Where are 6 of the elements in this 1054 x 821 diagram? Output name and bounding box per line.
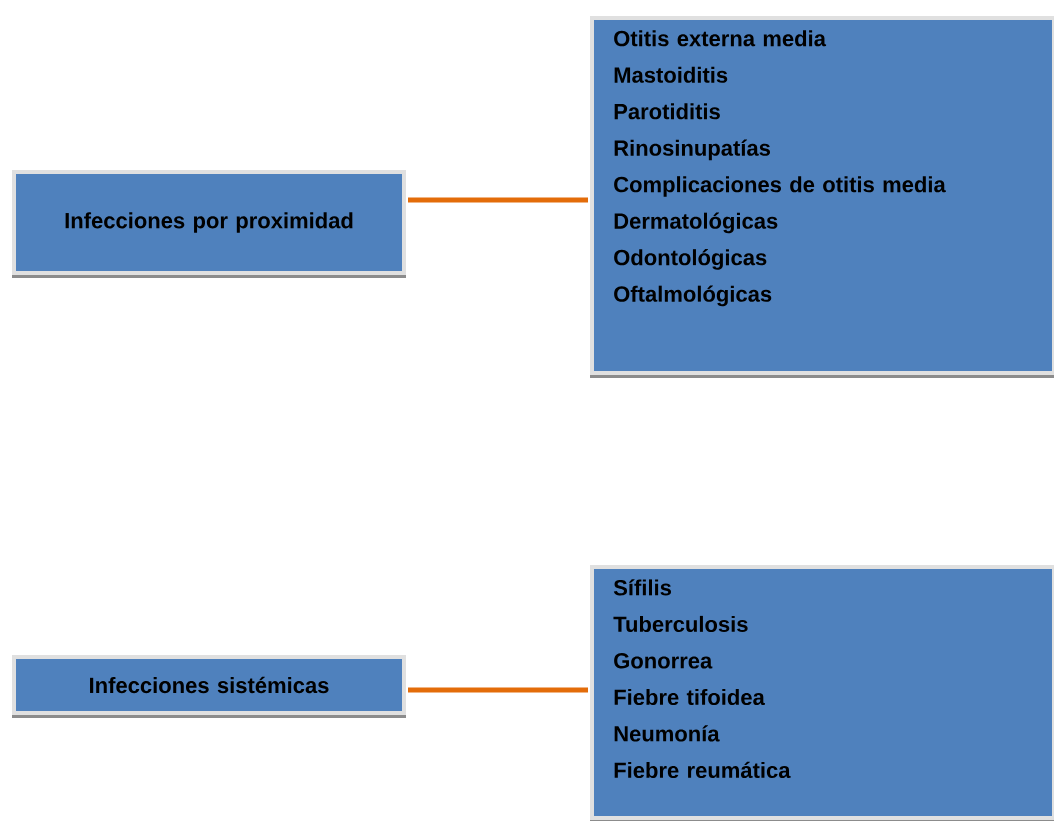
connector-line [408,197,588,203]
list-box: Otitis externa media Mastoiditis Parotiditis Rinosinupatías Complicaciones de otitis media Dermatológicas Odontológicas Oftalmológicas [590,16,1054,378]
category-box: Infecciones sistémicas [12,655,406,718]
category-box: Infecciones por proximidad [12,170,406,278]
list-box: Sífilis Tuberculosis Gonorrea Fiebre tifoidea Neumonía Fiebre reumática [590,565,1054,821]
connector-line [408,687,588,693]
